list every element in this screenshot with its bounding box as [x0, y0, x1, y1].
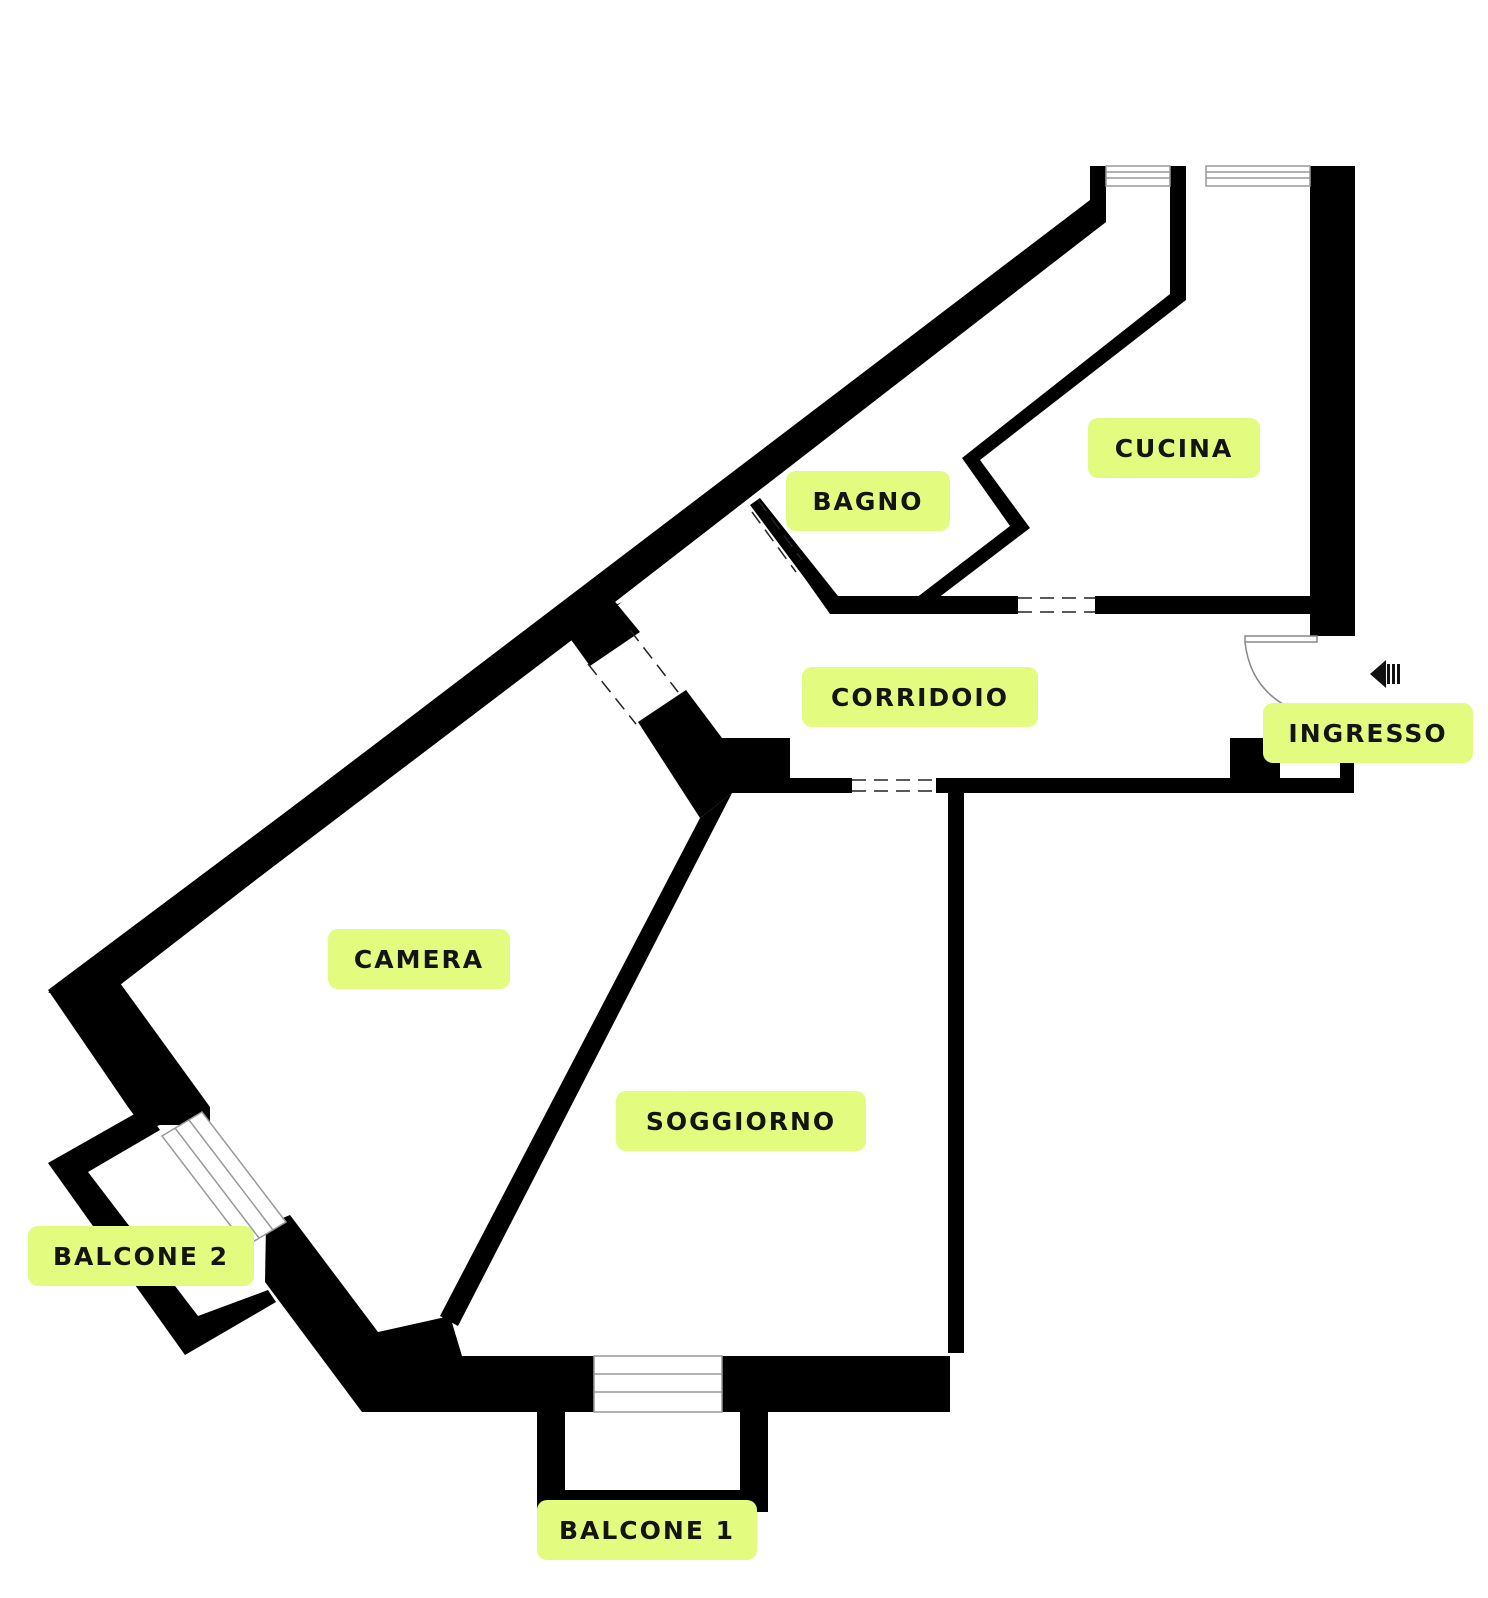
room-label-ingresso: INGRESSO [1263, 703, 1473, 763]
room-label-bagno: BAGNO [786, 471, 950, 531]
room-label-balcone-1: BALCONE 1 [537, 1500, 757, 1560]
entrance-arrow-icon [1370, 660, 1400, 688]
room-label-soggiorno: SOGGIORNO [616, 1091, 866, 1151]
door-openings [587, 499, 1095, 792]
walls [48, 166, 1355, 1512]
entrance-door [1244, 635, 1318, 709]
windows [160, 165, 1311, 1413]
room-label-cucina: CUCINA [1088, 418, 1260, 478]
room-label-balcone-2: BALCONE 2 [28, 1226, 254, 1286]
room-label-corridoio: CORRIDOIO [802, 667, 1038, 727]
room-label-camera: CAMERA [328, 929, 510, 989]
